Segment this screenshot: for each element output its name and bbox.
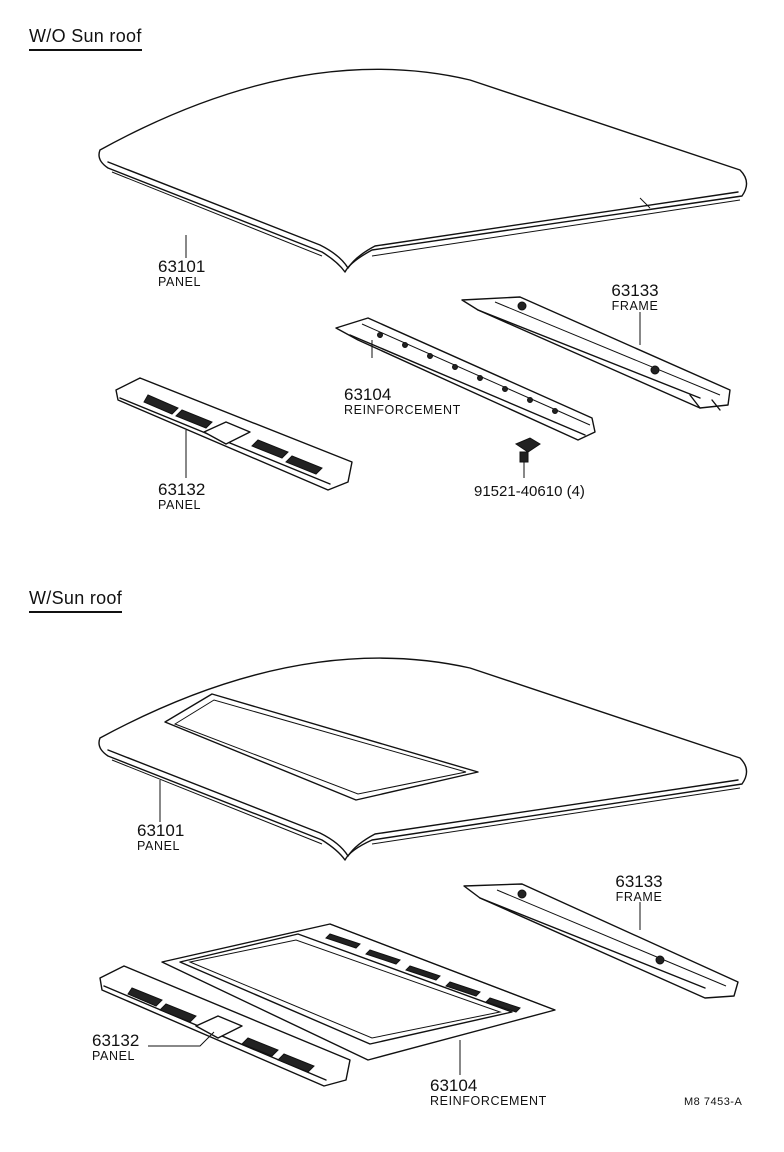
part-number: 63104 [344,385,392,404]
part-name: FRAME [615,890,663,904]
part-name: REINFORCEMENT [430,1094,547,1108]
document-code: M8 7453-A [684,1096,743,1108]
callout-63101-bottom: 63101 PANEL [137,822,184,853]
part-number: 63132 [92,1031,140,1050]
callout-63132-bottom: 63132 PANEL [92,1032,139,1063]
part-name: PANEL [158,275,202,289]
leader-63132-bottom [148,1031,215,1047]
callout-63104-top: 63104 REINFORCEMENT [344,386,461,417]
roof-panel-bottom [98,657,748,861]
part-number: 63133 [611,281,659,300]
part-name: PANEL [92,1049,136,1063]
reinforcement-63104-top [335,317,596,441]
part-number: 63133 [615,872,663,891]
section-title-without-sunroof: W/O Sun roof [29,26,142,51]
callout-63132-top: 63132 PANEL [158,481,205,512]
panel-63132-bottom [99,965,351,1087]
part-name: PANEL [158,498,202,512]
callout-63133-top: 63133 FRAME [600,282,670,313]
callout-63101-top: 63101 PANEL [158,258,205,289]
part-name: PANEL [137,839,181,853]
part-name: FRAME [611,299,659,313]
part-number: 63101 [137,821,185,840]
reinforcement-63104-bottom [161,923,556,1061]
panel-63132-top [115,377,353,491]
frame-63133-top [461,296,731,411]
callout-63133-bottom: 63133 FRAME [604,873,674,904]
roof-panel-top [98,68,748,273]
bolt-icon [514,437,541,463]
section-title-with-sunroof: W/Sun roof [29,588,123,613]
callout-63104-bottom: 63104 REINFORCEMENT [430,1077,547,1108]
part-number: 63104 [430,1076,478,1095]
part-number: 63101 [158,257,206,276]
frame-63133-bottom [463,883,739,999]
part-number: 63132 [158,480,206,499]
part-name: REINFORCEMENT [344,403,461,417]
fastener-part-number: 91521-40610 (4) [474,483,585,500]
